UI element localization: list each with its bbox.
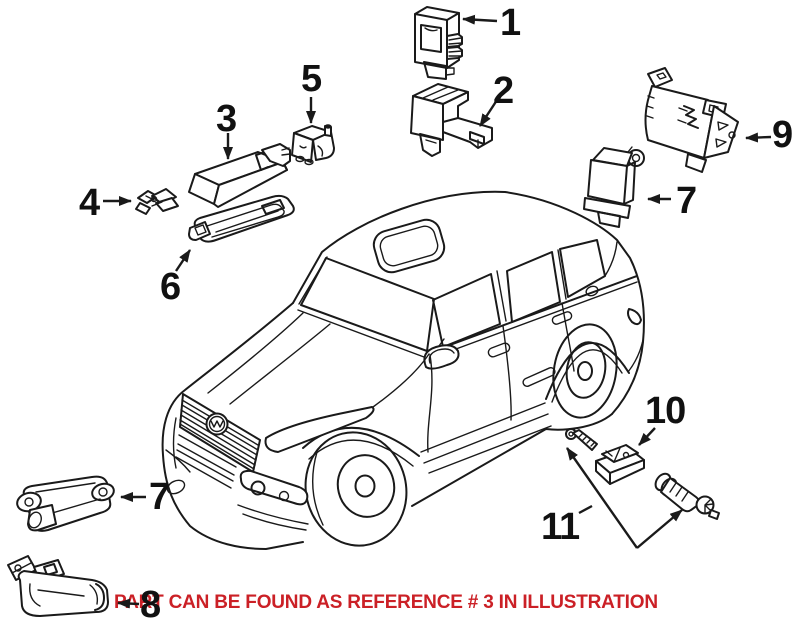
front-wheel-arch-lip bbox=[308, 439, 414, 467]
callout-7-front: 7 bbox=[149, 476, 170, 518]
part-7-sensor-module-rear bbox=[583, 146, 645, 228]
rear-hub bbox=[577, 361, 593, 381]
callout-2: 2 bbox=[493, 70, 514, 112]
fog-lamp bbox=[250, 480, 266, 496]
grille-slat-5 bbox=[179, 419, 256, 466]
vw-badge-mark bbox=[210, 420, 224, 428]
callout-4: 4 bbox=[79, 182, 100, 224]
beltline-lower bbox=[428, 281, 638, 360]
part-10-tire-pressure-sensor bbox=[595, 444, 645, 485]
front-hub bbox=[354, 474, 376, 498]
front-rear-door-seam bbox=[502, 325, 512, 421]
callout-7-rear: 7 bbox=[676, 180, 697, 222]
fender-door-seam bbox=[427, 354, 433, 453]
bumper-slat-bottom bbox=[175, 456, 232, 489]
arrow-1 bbox=[462, 14, 498, 25]
callout-9: 9 bbox=[772, 114, 793, 156]
bumper-slat-top bbox=[178, 434, 237, 468]
callout-11: 11 bbox=[541, 506, 580, 548]
part-9-control-unit-bracket bbox=[644, 67, 739, 173]
arrow-11-screw bbox=[566, 447, 638, 549]
callout-8: 8 bbox=[140, 584, 161, 625]
part-11-screw bbox=[565, 428, 598, 451]
rear-wheel-arch bbox=[545, 342, 630, 400]
corner-marker-lamp bbox=[166, 479, 186, 495]
front-face-crease bbox=[172, 417, 177, 469]
arrow-2 bbox=[478, 96, 501, 127]
vw-badge-inner bbox=[208, 415, 226, 433]
car-body-fill bbox=[162, 191, 644, 553]
callout-10: 10 bbox=[645, 390, 686, 432]
front-wheel-arch bbox=[302, 426, 420, 457]
part-1-control-module bbox=[414, 6, 463, 80]
car-rocker-bottom bbox=[411, 413, 613, 507]
side-mirror-inner bbox=[428, 348, 455, 364]
fuel-cap bbox=[585, 285, 599, 297]
taillight bbox=[627, 308, 642, 326]
part-5-small-bracket bbox=[291, 124, 335, 166]
bumper-lower-step-1 bbox=[237, 504, 309, 525]
bumper-lower-step-2 bbox=[242, 513, 307, 531]
car-roof-rear-outline bbox=[292, 190, 645, 415]
part-3-antenna-module bbox=[188, 143, 291, 208]
cowl-line bbox=[297, 309, 425, 358]
arrow-9 bbox=[745, 132, 772, 143]
rear-bumper-crease bbox=[627, 339, 644, 373]
grille-slat-6 bbox=[179, 423, 255, 470]
rocker-line-2 bbox=[423, 413, 549, 464]
rear-door-handle bbox=[551, 311, 573, 325]
front-door-handle bbox=[487, 342, 511, 358]
part-7-sensor-module-front bbox=[16, 475, 115, 532]
part-4-retaining-clip bbox=[135, 188, 179, 215]
bumper-corner-crease bbox=[165, 449, 191, 473]
hood-crease-1 bbox=[207, 312, 304, 394]
rocker-line-3 bbox=[428, 425, 552, 474]
front-rim bbox=[336, 454, 396, 518]
headlight bbox=[264, 406, 375, 453]
callout-1: 1 bbox=[500, 2, 521, 44]
callout-5: 5 bbox=[301, 58, 322, 100]
bumper-slat-mid-1 bbox=[177, 443, 235, 476]
rear-door-window bbox=[506, 251, 561, 323]
arrow-10 bbox=[638, 427, 656, 446]
reference-note: PART CAN BE FOUND AS REFERENCE # 3 IN IL… bbox=[114, 592, 658, 613]
c-pillar bbox=[557, 249, 567, 300]
front-tire-sidewall bbox=[312, 451, 324, 526]
callout-6: 6 bbox=[160, 266, 181, 308]
d-pillar-edge bbox=[604, 241, 618, 277]
part-6-antenna-tray bbox=[188, 194, 295, 243]
part-11-valve-stem bbox=[654, 472, 720, 520]
rear-door-quarter-seam bbox=[561, 302, 575, 372]
rear-wheel-arch-lip bbox=[551, 349, 623, 403]
arrow-6 bbox=[175, 249, 191, 272]
arrow-11-valve bbox=[636, 509, 683, 549]
fog-sensor bbox=[278, 490, 290, 502]
hood-crease-2 bbox=[229, 323, 331, 405]
mirror-arm bbox=[438, 338, 445, 347]
rocker-line-1 bbox=[420, 402, 546, 453]
fog-lamp-pod bbox=[239, 469, 309, 506]
callout-arrows bbox=[103, 14, 772, 609]
front-door-window bbox=[432, 273, 501, 348]
sunroof bbox=[372, 218, 446, 274]
side-mirror bbox=[423, 344, 460, 370]
beltline bbox=[427, 275, 638, 354]
bumper-slat-mid-2 bbox=[176, 449, 234, 482]
part-2-module-bracket bbox=[410, 83, 493, 157]
rocker-molding bbox=[522, 367, 556, 387]
fender-crease bbox=[372, 353, 430, 408]
arrow-8 bbox=[117, 598, 140, 609]
grille-slat-4 bbox=[180, 414, 257, 461]
car-front-outline bbox=[161, 302, 304, 550]
part-8-sensor-bracket bbox=[7, 555, 109, 617]
vehicle-illustration bbox=[161, 190, 645, 553]
leader-11-tick bbox=[578, 504, 593, 515]
b-pillar bbox=[496, 270, 507, 322]
callout-3: 3 bbox=[216, 98, 237, 140]
